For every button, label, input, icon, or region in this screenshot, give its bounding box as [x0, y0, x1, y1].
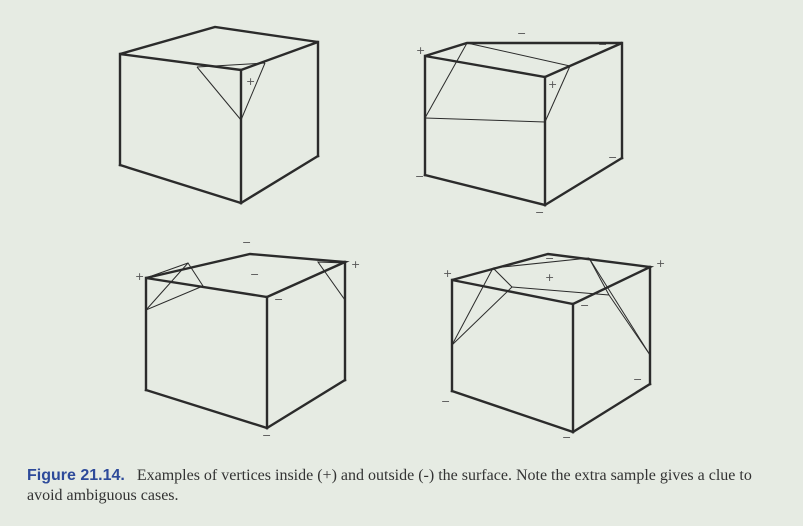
cube-4-surface: [451, 257, 651, 356]
cube-3-sign-2: −: [242, 236, 251, 249]
cube-3-sign-1: +: [135, 270, 144, 283]
cube-1: +: [118, 25, 320, 205]
cube-3-surface: [145, 261, 346, 311]
cube-2-sign-1: +: [416, 44, 425, 57]
cube-2-outline: [423, 41, 624, 207]
cube-4-sign-4: +: [656, 257, 665, 270]
cube-2-sign-4: +: [548, 78, 557, 91]
cube-3-sign-5: −: [274, 293, 283, 306]
cube-1-sign-1: +: [246, 75, 255, 88]
figure-illustration: + + − − + − − −: [118, 25, 665, 444]
cube-4: + − + + − − − −: [441, 252, 665, 444]
cube-1-outline: [118, 25, 320, 205]
cube-3-sign-4: +: [351, 258, 360, 271]
cube-4-sign-1: +: [443, 267, 452, 280]
cube-2-sign-3: −: [598, 38, 607, 51]
cube-3: + − − + − −: [135, 236, 360, 442]
cube-4-sign-3: +: [545, 271, 554, 284]
cube-4-sign-6: −: [633, 373, 642, 386]
cube-3-sign-3: −: [250, 268, 259, 281]
cube-1-surface: [196, 62, 266, 121]
cube-2-sign-7: −: [535, 206, 544, 219]
cube-3-sign-6: −: [262, 429, 271, 442]
cube-2-sign-6: −: [415, 170, 424, 183]
cube-2: + − − + − − −: [415, 27, 624, 219]
figure-label: Figure 21.14.: [27, 467, 125, 484]
figure-caption: Figure 21.14.Examples of vertices inside…: [27, 466, 777, 506]
cube-2-sign-2: −: [517, 27, 526, 40]
cube-4-sign-8: −: [562, 431, 571, 444]
cube-4-outline: [450, 252, 655, 434]
cube-4-sign-2: −: [545, 252, 554, 265]
cube-3-outline: [144, 252, 350, 430]
cube-4-sign-5: −: [580, 299, 589, 312]
cube-2-surface: [424, 42, 571, 123]
cube-4-sign-7: −: [441, 395, 450, 408]
cube-2-sign-5: −: [608, 151, 617, 164]
caption-text: Examples of vertices inside (+) and outs…: [27, 467, 752, 504]
